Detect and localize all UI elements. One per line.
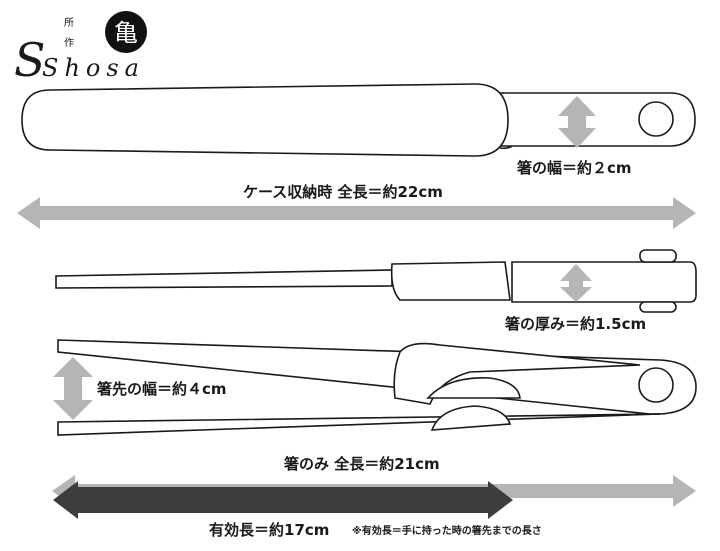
- tip-width-arrow: [53, 357, 93, 420]
- thickness-arrow: [560, 264, 592, 302]
- logo-kana-1: 所: [64, 17, 74, 29]
- hinge-hole: [638, 101, 674, 137]
- side-hinge-top: [639, 249, 677, 263]
- seal-circle: [105, 11, 147, 53]
- side-stick-upper: [55, 269, 393, 289]
- side-view-drawing: [55, 249, 697, 313]
- side-joint: [390, 261, 511, 301]
- hinge-lower-lobe: [430, 405, 512, 431]
- logo-kana-2: 作: [64, 37, 74, 49]
- total-length-label: 箸のみ 全長＝約21cm: [284, 455, 440, 473]
- brand-logo: S Shosa 所 作 亀: [14, 11, 147, 87]
- hinge-arch: [426, 377, 521, 399]
- width-closed-label: 箸の幅＝約２cm: [517, 159, 632, 177]
- hinge-upper-body: [393, 342, 641, 405]
- logo-s-initial: S: [14, 33, 46, 87]
- side-hinge-block: [511, 261, 697, 303]
- upper-chopstick: [57, 339, 697, 415]
- tip-width-label: 箸先の幅＝約４cm: [97, 380, 227, 398]
- case-length-label: ケース収納時 全長＝約22cm: [243, 183, 443, 201]
- case-body: [21, 83, 509, 157]
- thickness-label: 箸の厚み＝約1.5cm: [505, 315, 646, 333]
- logo-text: Shosa: [42, 54, 145, 82]
- lower-chopstick: [57, 413, 661, 436]
- effective-length-arrow: [53, 481, 513, 519]
- case-length-arrow: [17, 197, 696, 229]
- open-hinge-hole: [638, 367, 674, 403]
- open-chopsticks-drawing: [57, 339, 697, 436]
- effective-length-label: 有効長＝約17cm: [209, 521, 329, 539]
- seal-character: 亀: [114, 19, 138, 47]
- closed-case-drawing: [21, 83, 696, 157]
- effective-length-note: ※有効長＝手に持った時の箸先までの長さ: [352, 524, 542, 537]
- width-arrow: [558, 96, 596, 148]
- side-hinge-bottom: [639, 301, 677, 313]
